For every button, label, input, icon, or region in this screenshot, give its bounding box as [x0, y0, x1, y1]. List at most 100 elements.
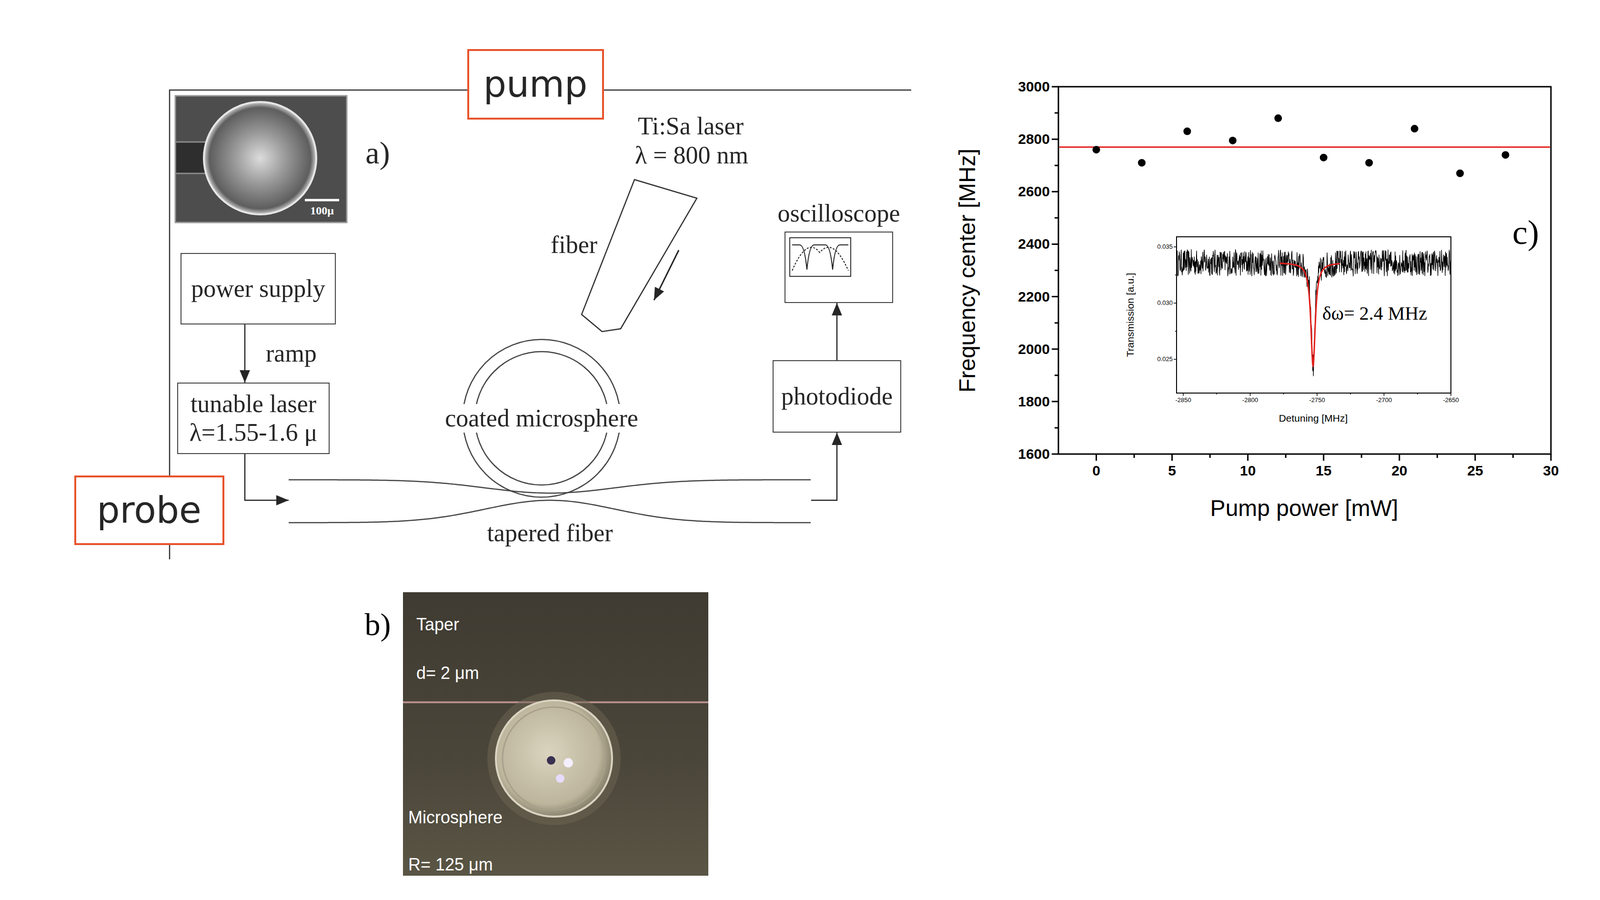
tick-label: -2700: [1376, 396, 1392, 404]
tick-label: 3000: [1017, 78, 1050, 96]
label-holder: 2400: [1017, 235, 1050, 253]
scale-bar: [304, 199, 340, 202]
label-holder: Transmission [a.u.]: [1124, 272, 1137, 358]
tick-label: 1800: [1017, 393, 1050, 411]
node-text: coated microsphere: [442, 403, 641, 433]
label-holder: Microsphere: [408, 807, 503, 827]
edge-label-holder: ramp: [263, 339, 319, 368]
data-point: [1501, 150, 1510, 159]
pump-fiber-illustration: [581, 179, 697, 332]
label-holder: 100μ: [310, 204, 334, 218]
label-holder: a): [365, 134, 390, 172]
panel-letter: a): [365, 134, 390, 172]
tick-label: 2800: [1017, 130, 1050, 148]
label-holder: Ti:Sa laser: [637, 111, 744, 141]
panel-frame: [169, 90, 912, 560]
signal-arrow: [244, 324, 246, 383]
tick-label: 10: [1239, 462, 1256, 480]
dark-spot: [546, 755, 556, 765]
data-point: [1410, 124, 1419, 133]
label-holder: -2750: [1308, 396, 1325, 404]
tick-label: -2650: [1442, 396, 1459, 404]
microsphere-circle: coated microsphere: [432, 338, 652, 498]
photo-label: Taper: [416, 614, 460, 634]
scope-envelope: [792, 247, 849, 271]
label-holder: 5: [1167, 462, 1177, 480]
label-holder: 2800: [1017, 130, 1050, 148]
label-holder: 0.030: [1157, 299, 1173, 307]
sphere-photo: [495, 700, 613, 817]
sphere-image: [203, 101, 317, 215]
inset-ticks: [1173, 246, 1451, 396]
scope-screen: [789, 237, 851, 277]
axis-title: Transmission [a.u.]: [1124, 272, 1137, 358]
tick-label: 0.030: [1157, 299, 1173, 307]
signal-arrow: [836, 302, 838, 361]
label-holder: 20: [1391, 462, 1408, 480]
label-holder: Detuning [MHz]: [1278, 412, 1349, 424]
scope-signal: [792, 244, 849, 270]
tick-label: 0.025: [1157, 355, 1173, 363]
taper-photograph: [402, 592, 709, 876]
bright-spot: [555, 774, 565, 783]
scope-screen-box: [784, 231, 894, 303]
sphere-rim: [502, 706, 606, 810]
tick-label: 2600: [1017, 183, 1050, 201]
data-point: [1137, 159, 1146, 167]
label-holder: fiber: [550, 230, 598, 260]
tick-label: 2400: [1017, 235, 1050, 253]
tick-label: 20: [1391, 462, 1408, 480]
panel-letter: b): [364, 606, 392, 643]
sphere-glow: [487, 691, 621, 826]
source-label: Ti:Sa laser: [637, 111, 744, 141]
inset-frame: [1176, 236, 1451, 393]
label-holder: 0.025: [1157, 355, 1173, 363]
taper-wall: [288, 479, 811, 494]
tick-label: 25: [1467, 462, 1483, 480]
tick-label: 1600: [1017, 445, 1050, 463]
tick-label: -2850: [1175, 396, 1191, 404]
edge-label: ramp: [263, 339, 319, 368]
mean-line: [1059, 146, 1550, 148]
label-holder: δω= 2.4 MHz: [1322, 302, 1428, 325]
data-point: [1456, 169, 1464, 178]
label-holder: λ = 800 nm: [634, 140, 749, 170]
node-text: oscilloscope: [773, 199, 904, 228]
pump-tag: pump: [467, 49, 604, 120]
label-holder: d= 2 μm: [416, 663, 480, 683]
scale-label: 100μ: [310, 204, 334, 218]
supply-box: power supply: [180, 252, 336, 325]
linewidth-note: δω= 2.4 MHz: [1322, 302, 1428, 325]
label-holder: Frequency center [MHz]: [954, 148, 981, 393]
label-holder: c): [1512, 212, 1540, 253]
tick-label: -2800: [1242, 396, 1258, 404]
scope-box: oscilloscope: [773, 199, 904, 303]
node-text: photodiode: [781, 382, 893, 411]
probe-tag: probe: [74, 475, 225, 545]
panel-letter: c): [1512, 212, 1540, 253]
label-holder: Pump power [mW]: [1210, 494, 1399, 522]
photo-ground: [402, 592, 709, 876]
pump-direction-arrow: [654, 250, 679, 301]
axis-title: Pump power [mW]: [1210, 494, 1399, 522]
frequency-chart: [1051, 86, 1551, 461]
node-text: power supply: [191, 274, 326, 303]
label-holder: 2600: [1017, 183, 1050, 201]
transmission-trace: [1177, 249, 1451, 376]
label-holder: 1800: [1017, 393, 1050, 411]
axis-title: Frequency center [MHz]: [954, 148, 981, 393]
axis-ticks: [1096, 453, 1551, 461]
label-holder: 15: [1315, 462, 1332, 480]
tick-label: 15: [1315, 462, 1332, 480]
axis-ticks: [1051, 86, 1059, 454]
label-holder: -2700: [1376, 396, 1392, 404]
wavelength-label: λ = 800 nm: [634, 140, 749, 170]
tick-label: 2000: [1017, 340, 1050, 358]
detector-box: photodiode: [772, 360, 902, 433]
label-holder: R= 125 μm: [408, 854, 494, 875]
plot-frame: [1058, 86, 1551, 454]
label-holder: -2850: [1175, 396, 1191, 404]
signal-arrow: [811, 432, 837, 501]
tick-label: -2750: [1308, 396, 1325, 404]
